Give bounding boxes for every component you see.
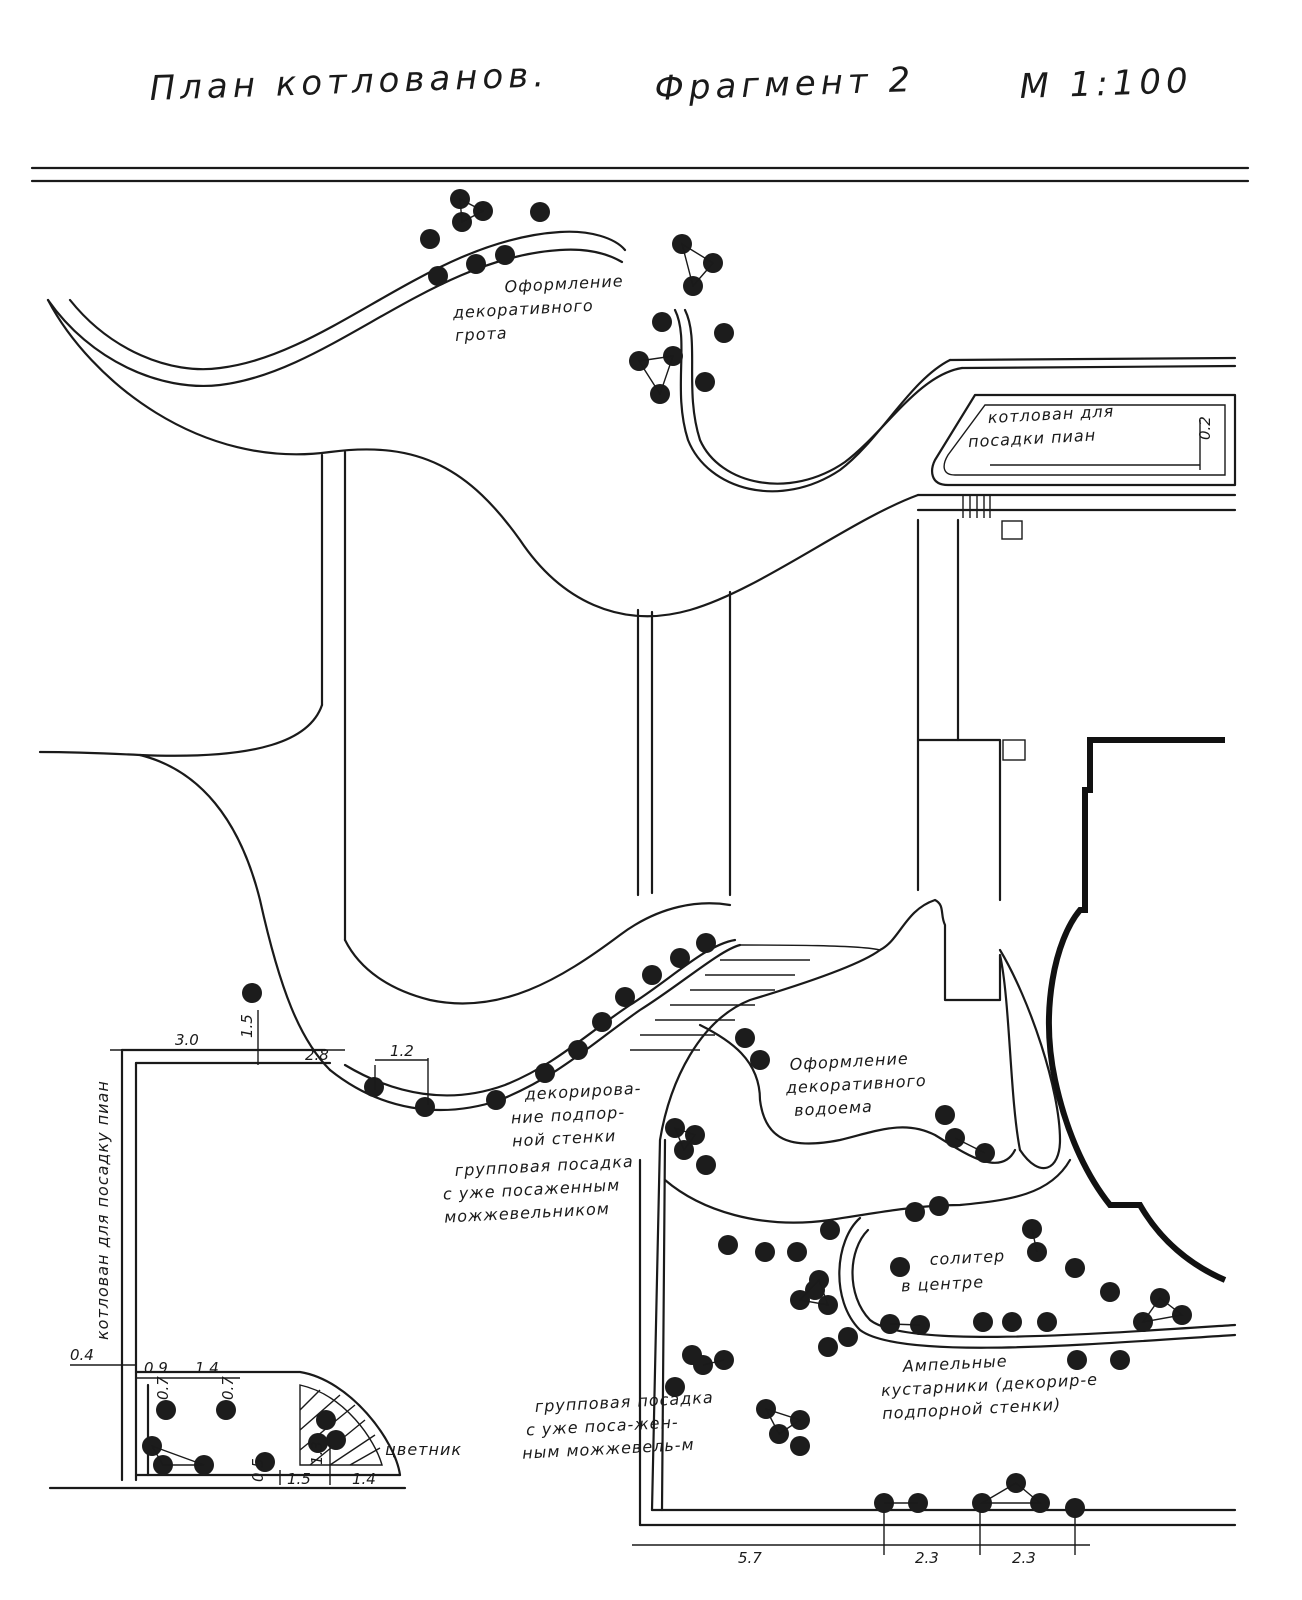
building-wall xyxy=(1046,737,1227,1283)
dim-2-3-b: 2.3 xyxy=(1012,1549,1036,1567)
svg-text:Ампельные: Ампельные xyxy=(901,1351,1008,1376)
trees xyxy=(142,189,1192,1518)
svg-text:декоративного: декоративного xyxy=(784,1071,927,1097)
note-decor-grotto: Оформление декоративного грота xyxy=(451,271,624,345)
svg-text:ным можжевель-м: ным можжевель-м xyxy=(522,1435,695,1463)
dim-1-5-top: 1.5 xyxy=(238,1014,256,1038)
svg-text:Оформление: Оформление xyxy=(504,271,624,296)
svg-text:посадки пиан: посадки пиан xyxy=(968,425,1097,451)
note-flowerbed: цветник xyxy=(385,1440,462,1459)
svg-text:Оформление: Оформление xyxy=(789,1049,909,1074)
dim-2-8: 2.8 xyxy=(305,1046,329,1064)
dim-1-2: 1.2 xyxy=(390,1042,414,1060)
note-group-planting-1: групповая посадка с уже посаженным можже… xyxy=(442,1152,634,1227)
note-ampel-shrubs: Ампельные кустарники (декорир-е подпорно… xyxy=(881,1351,1099,1423)
dim-1-3: 1.3 xyxy=(308,1441,326,1465)
title-fragment: Фрагмент 2 xyxy=(654,60,916,109)
note-soliter: солитер в центре xyxy=(901,1246,1006,1295)
dimension-labels: 3.0 2.8 1.2 1.5 0.4 0.9 1.4 0.7 0.7 0.5 … xyxy=(70,416,1214,1567)
svg-text:ние подпор-: ние подпор- xyxy=(510,1103,625,1128)
svg-text:ной стенки: ной стенки xyxy=(512,1126,617,1150)
garden-paths xyxy=(38,230,1237,1527)
svg-text:с уже поса-жен-: с уже поса-жен- xyxy=(526,1413,680,1440)
dim-5-7: 5.7 xyxy=(738,1549,762,1567)
svg-text:групповая посадка: групповая посадка xyxy=(534,1388,714,1416)
note-group-planting-2: групповая посадка с уже поса-жен- ным мо… xyxy=(522,1388,714,1463)
svg-text:подпорной стенки): подпорной стенки) xyxy=(882,1395,1062,1423)
dim-1-4-top: 1.4 xyxy=(195,1359,219,1377)
dim-2-3-a: 2.3 xyxy=(915,1549,939,1567)
dim-0-7-b: 0.7 xyxy=(219,1376,237,1400)
drawing-title: План котлованов. Фрагмент 2 М 1:100 xyxy=(149,55,1193,109)
svg-text:водоема: водоема xyxy=(794,1097,874,1120)
svg-text:солитер: солитер xyxy=(929,1246,1005,1269)
svg-text:грота: грота xyxy=(455,323,508,345)
dimension-lines xyxy=(70,420,1201,1555)
note-decor-pond: Оформление декоративного водоема xyxy=(784,1049,927,1120)
note-left-pit-vertical: котлован для посадку пиан xyxy=(93,1080,112,1340)
dim-0-7-a: 0.7 xyxy=(154,1376,172,1400)
title-scale: М 1:100 xyxy=(1019,61,1193,107)
svg-text:декоративного: декоративного xyxy=(451,296,594,322)
dim-0-5: 0.5 xyxy=(249,1458,267,1482)
dim-0-2-pit: 0.2 xyxy=(1196,416,1214,440)
svg-text:декорирова-: декорирова- xyxy=(523,1079,642,1104)
dim-0-4: 0.4 xyxy=(70,1346,94,1364)
svg-text:можжевельником: можжевельником xyxy=(444,1199,611,1227)
steps-top xyxy=(962,495,991,518)
note-decor-retaining-wall: декорирова- ние подпор- ной стенки xyxy=(510,1079,642,1151)
note-plant-pit: котлован для посадки пиан xyxy=(968,402,1115,452)
dim-0-9: 0.9 xyxy=(144,1359,168,1377)
dim-3-0: 3.0 xyxy=(175,1031,199,1049)
dim-1-4-bottom: 1.4 xyxy=(352,1470,376,1488)
top-road-lines xyxy=(30,166,1250,183)
dim-1-5-bottom: 1.5 xyxy=(287,1470,311,1488)
steps-center xyxy=(630,944,881,1051)
svg-text:в центре: в центре xyxy=(901,1272,985,1295)
title-text: План котлованов. xyxy=(149,55,550,109)
